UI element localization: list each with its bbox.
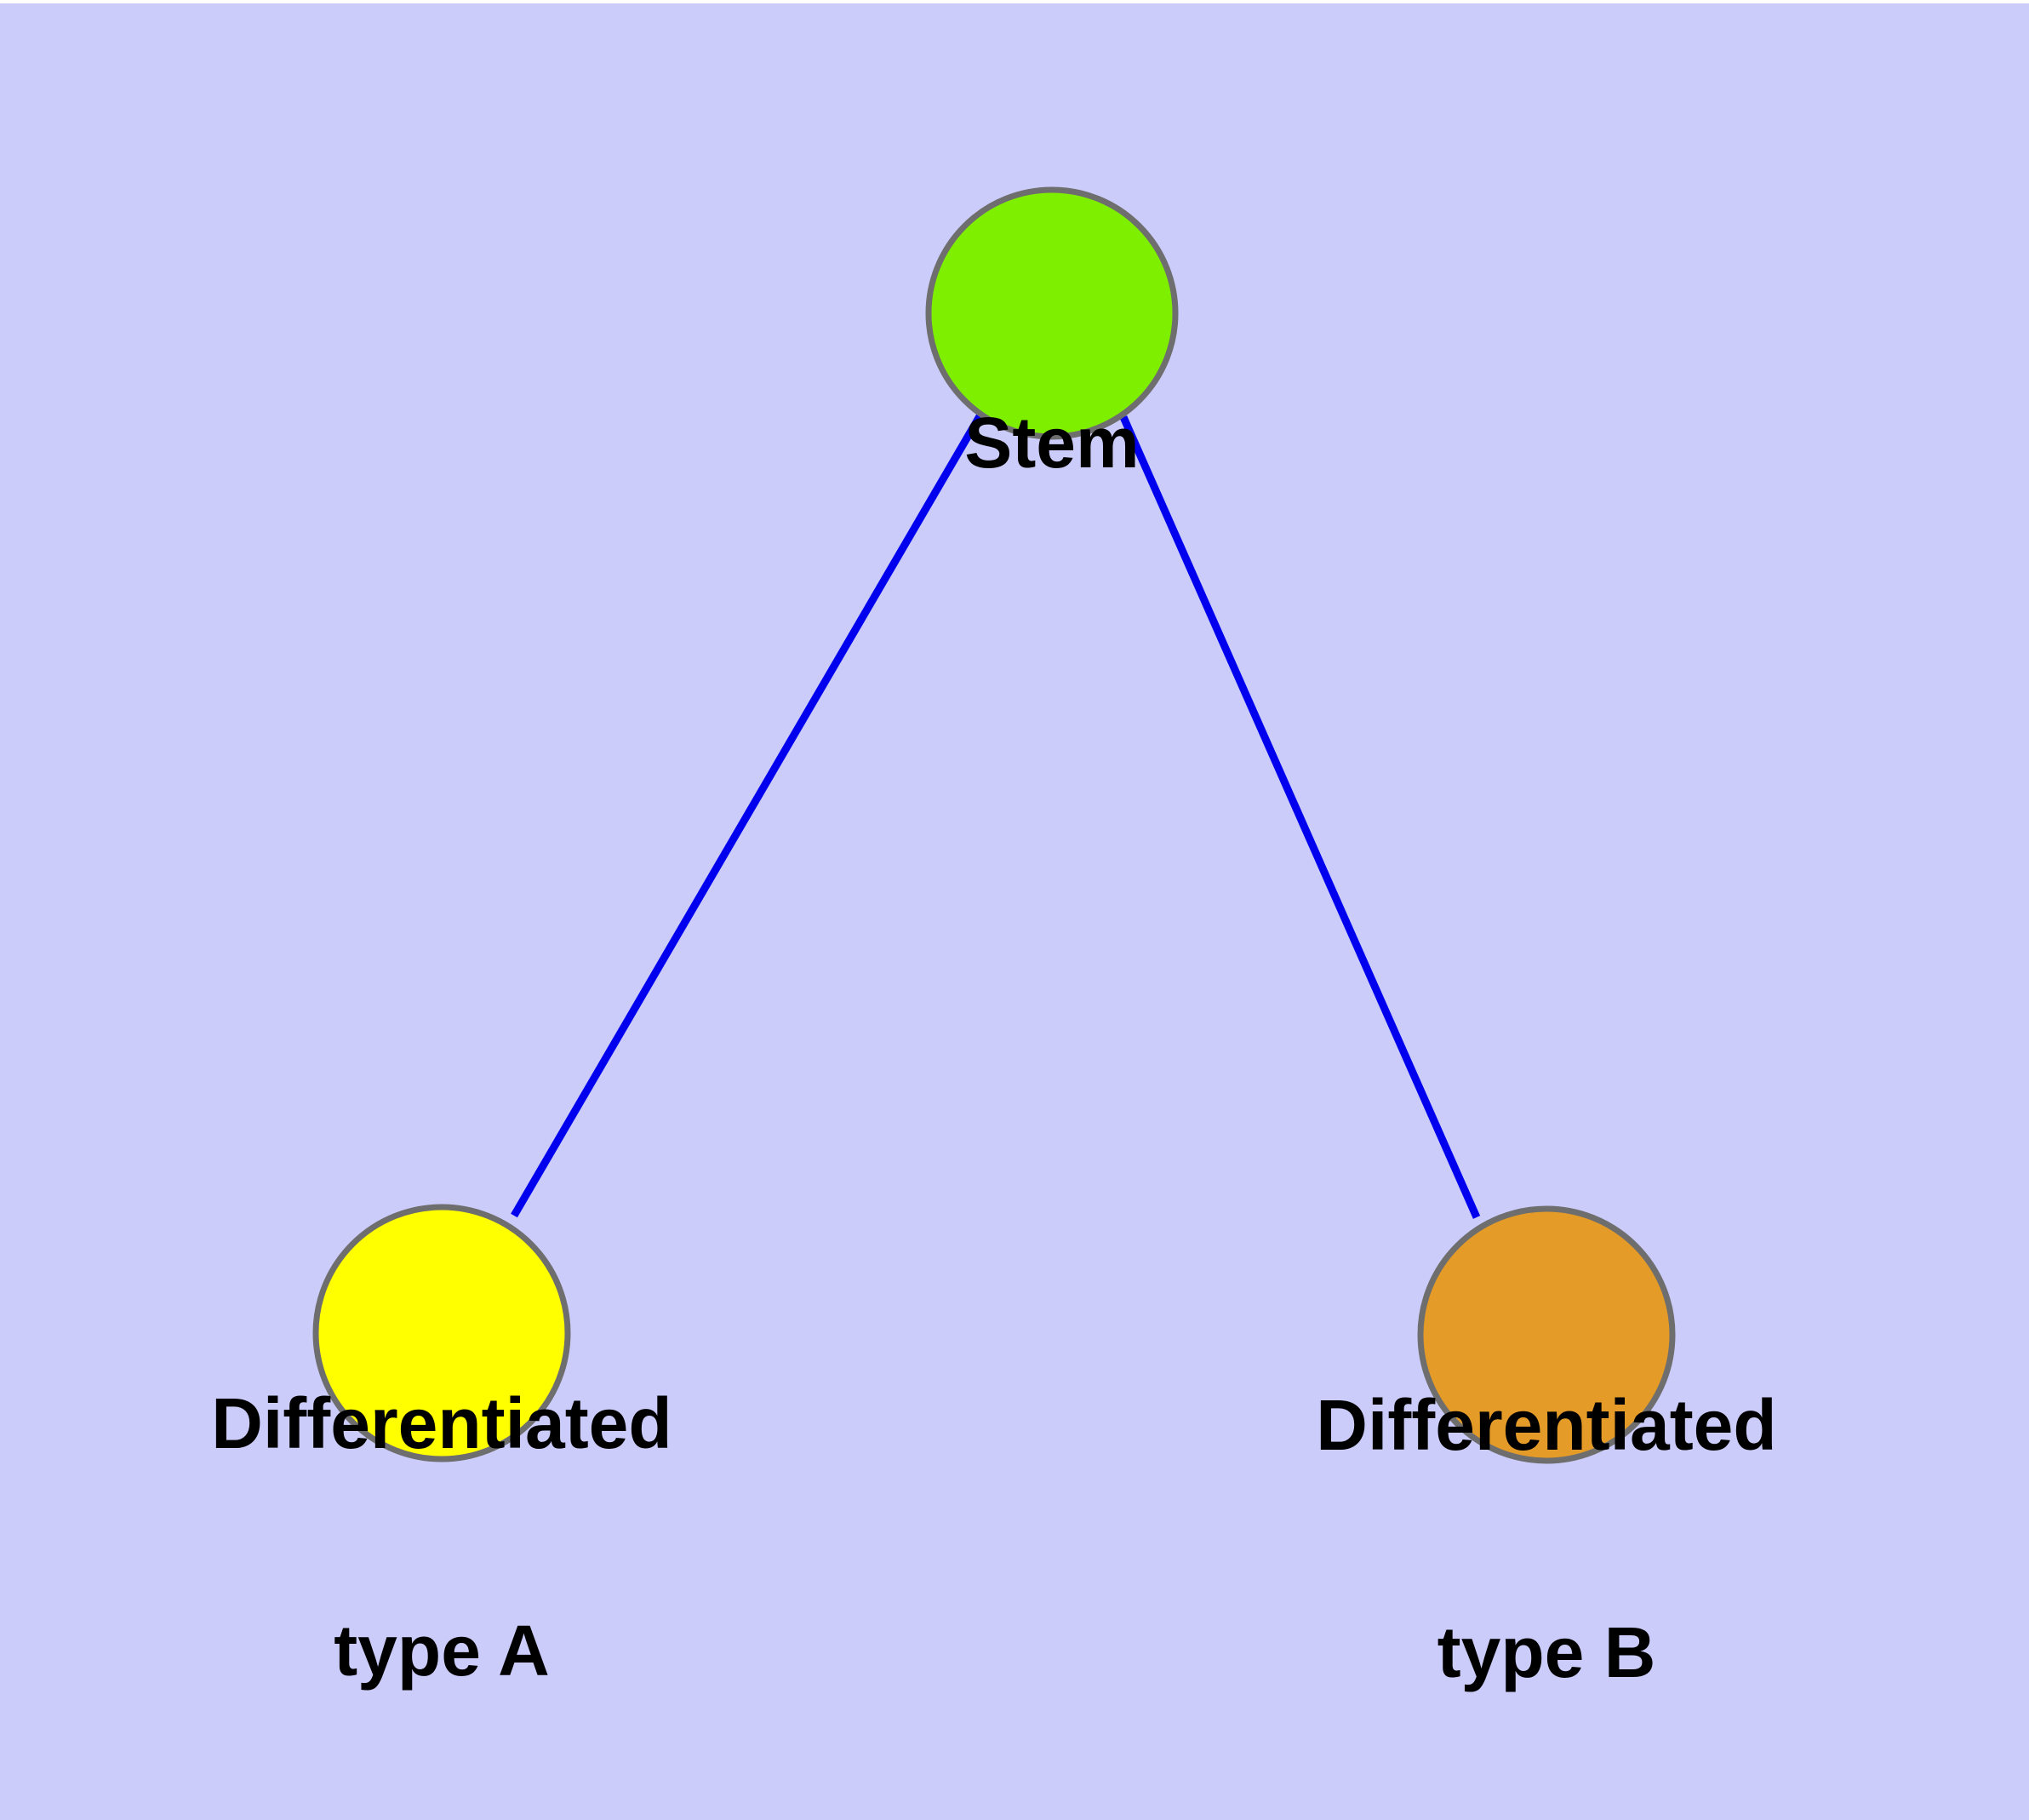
- node-layer: [312, 186, 1676, 1464]
- edge-layer: [511, 414, 1481, 1219]
- node-differentiated-type-a[interactable]: [312, 1204, 571, 1462]
- node-stem[interactable]: [925, 186, 1179, 440]
- edge-stem-to-differentiated-type-b[interactable]: [1119, 415, 1481, 1219]
- node-differentiated-type-b[interactable]: [1417, 1205, 1676, 1464]
- edge-stem-to-differentiated-type-a[interactable]: [511, 414, 983, 1218]
